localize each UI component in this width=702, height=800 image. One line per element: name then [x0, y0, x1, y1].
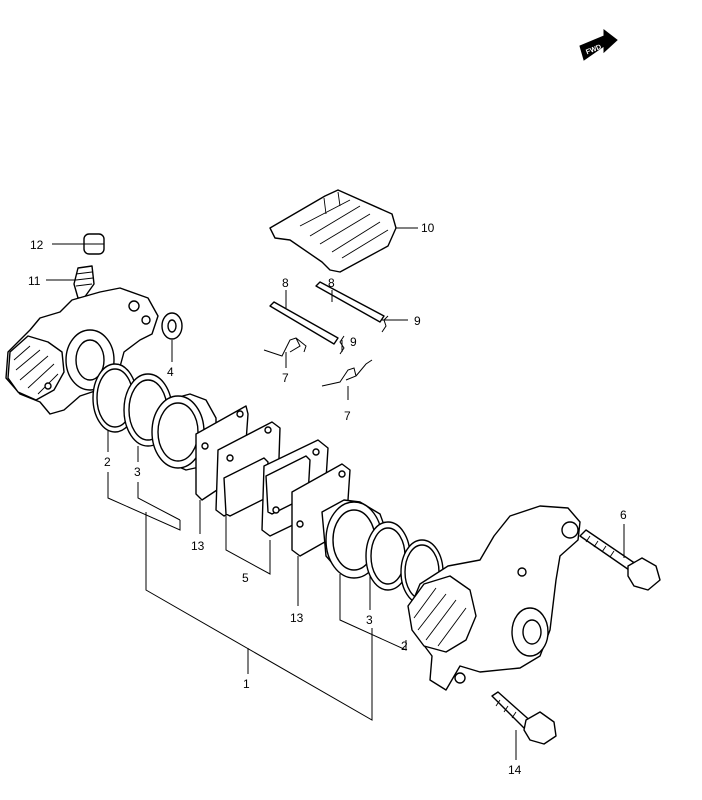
- pad-spring-right: [321, 359, 373, 387]
- callout-14: 14: [508, 763, 522, 777]
- callouts: 12 11 4 10 8 8 9 9 7 7 2 3 13 5 13 3 2 1…: [28, 221, 627, 777]
- washer: [161, 312, 183, 340]
- fwd-arrow-icon: FWD: [579, 28, 618, 61]
- callout-7b: 7: [344, 409, 351, 423]
- callout-10: 10: [421, 221, 435, 235]
- callout-8b: 8: [328, 276, 335, 290]
- callout-7a: 7: [282, 371, 289, 385]
- callout-4: 4: [167, 365, 174, 379]
- callout-9a: 9: [414, 314, 421, 328]
- callout-2a: 2: [104, 455, 111, 469]
- pad-spring-left: [263, 337, 307, 357]
- pad-left: [215, 421, 281, 517]
- caliper-left-half: [5, 287, 159, 415]
- callout-9b: 9: [350, 335, 357, 349]
- bleeder-cap: [83, 233, 105, 255]
- callout-3a: 3: [134, 465, 141, 479]
- mounting-bolt-lower: [491, 691, 557, 745]
- callout-1: 1: [243, 677, 250, 691]
- callout-13a: 13: [191, 539, 205, 553]
- caliper-right-half: [407, 505, 581, 691]
- callout-8a: 8: [282, 276, 289, 290]
- bleeder-valve: [73, 265, 95, 299]
- callout-6: 6: [620, 508, 627, 522]
- pin-clip-upper: [381, 315, 389, 333]
- callout-13b: 13: [290, 611, 304, 625]
- pad-pin-upper: [315, 281, 385, 323]
- seal-right-3: [365, 521, 411, 591]
- pad-cover: [269, 189, 397, 273]
- leader-lines: [46, 227, 625, 760]
- callout-11: 11: [28, 274, 41, 288]
- callout-3b: 3: [366, 613, 373, 627]
- pad-pin-lower: [269, 301, 339, 345]
- callout-12: 12: [30, 238, 44, 252]
- callout-5: 5: [242, 571, 249, 585]
- mounting-bolt-upper: [579, 529, 661, 591]
- callout-2b: 2: [401, 639, 408, 653]
